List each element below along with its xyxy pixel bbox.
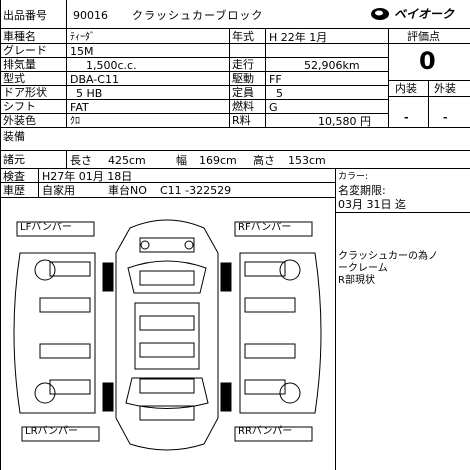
chassis-label: 車台NO [108, 184, 147, 197]
chassis-value: C11 -322529 [160, 184, 232, 197]
car-diagram [13, 219, 322, 451]
equipment-label: 装備 [3, 130, 25, 143]
lot-label: 出品番号 [3, 9, 47, 22]
type-label: 型式 [3, 72, 25, 85]
fuel-value: G [269, 101, 278, 114]
grade-value: 15M [70, 45, 94, 58]
divider [0, 28, 470, 29]
year-label: 年式 [232, 30, 254, 43]
doors-label: ドア形状 [3, 86, 47, 99]
interior-value: - [404, 111, 409, 124]
exterior-value: - [443, 111, 448, 124]
history-label: 車歴 [3, 184, 25, 197]
rf-bumper-label: RFバンパー [238, 222, 292, 233]
interior-label: 内装 [395, 82, 417, 95]
height-value: 153cm [288, 154, 326, 167]
length-label: 長さ [70, 154, 92, 167]
inspection-value: H27年 01月 18日 [42, 170, 133, 183]
brand-logo-text: ベイオーク [394, 7, 455, 21]
displacement-value: 1,500c.c. [86, 59, 137, 72]
rating-score: 0 [419, 47, 436, 75]
shift-label: シフト [3, 100, 36, 113]
brand-logo-icon [371, 8, 389, 20]
lf-bumper-label: LFバンパー [20, 222, 72, 233]
name-change-label: 名変期限: [338, 184, 386, 197]
color-change-label: カラー: [338, 172, 369, 182]
exterior-label: 外装 [434, 82, 456, 95]
drive-label: 駆動 [232, 72, 254, 85]
rr-bumper-label: RRバンパー [238, 426, 293, 437]
type-value: DBA-C11 [70, 73, 119, 86]
fee-label: R料 [232, 114, 251, 127]
inspection-label: 検査 [3, 170, 25, 183]
model-label: 車種名 [3, 30, 36, 43]
dimensions-label: 諸元 [3, 153, 25, 166]
mileage-label: 走行 [232, 58, 254, 71]
height-label: 高さ [253, 154, 275, 167]
length-value: 425cm [108, 154, 146, 167]
comment-line-2: ークレーム [338, 263, 388, 274]
deadline-value: 03月 31日 迄 [338, 198, 406, 211]
lr-bumper-label: LRバンパー [25, 426, 79, 437]
rating-title: 評価点 [407, 30, 440, 43]
color-value: ｸﾛ [70, 116, 80, 127]
mileage-value: 52,906km [304, 59, 360, 72]
grade-label: グレード [3, 44, 47, 57]
model-value: ﾃｨｰﾀﾞ [70, 32, 95, 43]
color-label: 外装色 [3, 114, 36, 127]
doors-value: 5 HB [76, 87, 103, 100]
displacement-label: 排気量 [3, 58, 36, 71]
comment-line-3: R部現状 [338, 275, 375, 286]
lot-number: 90016 [73, 9, 108, 22]
capacity-label: 定員 [232, 86, 254, 99]
lot-title: クラッシュカーブロック [132, 9, 264, 22]
capacity-value: 5 [276, 87, 283, 100]
divider [66, 0, 67, 29]
width-value: 169cm [199, 154, 237, 167]
year-value: H 22年 1月 [269, 31, 328, 44]
comment-line-1: クラッシュカーの為ノ [338, 251, 438, 262]
fee-value: 10,580 円 [318, 115, 371, 128]
border-left [0, 0, 1, 470]
fuel-label: 燃料 [232, 100, 254, 113]
width-label: 幅 [176, 154, 187, 167]
shift-value: FAT [70, 101, 89, 114]
usage-value: 自家用 [42, 184, 75, 197]
drive-value: FF [269, 73, 282, 86]
